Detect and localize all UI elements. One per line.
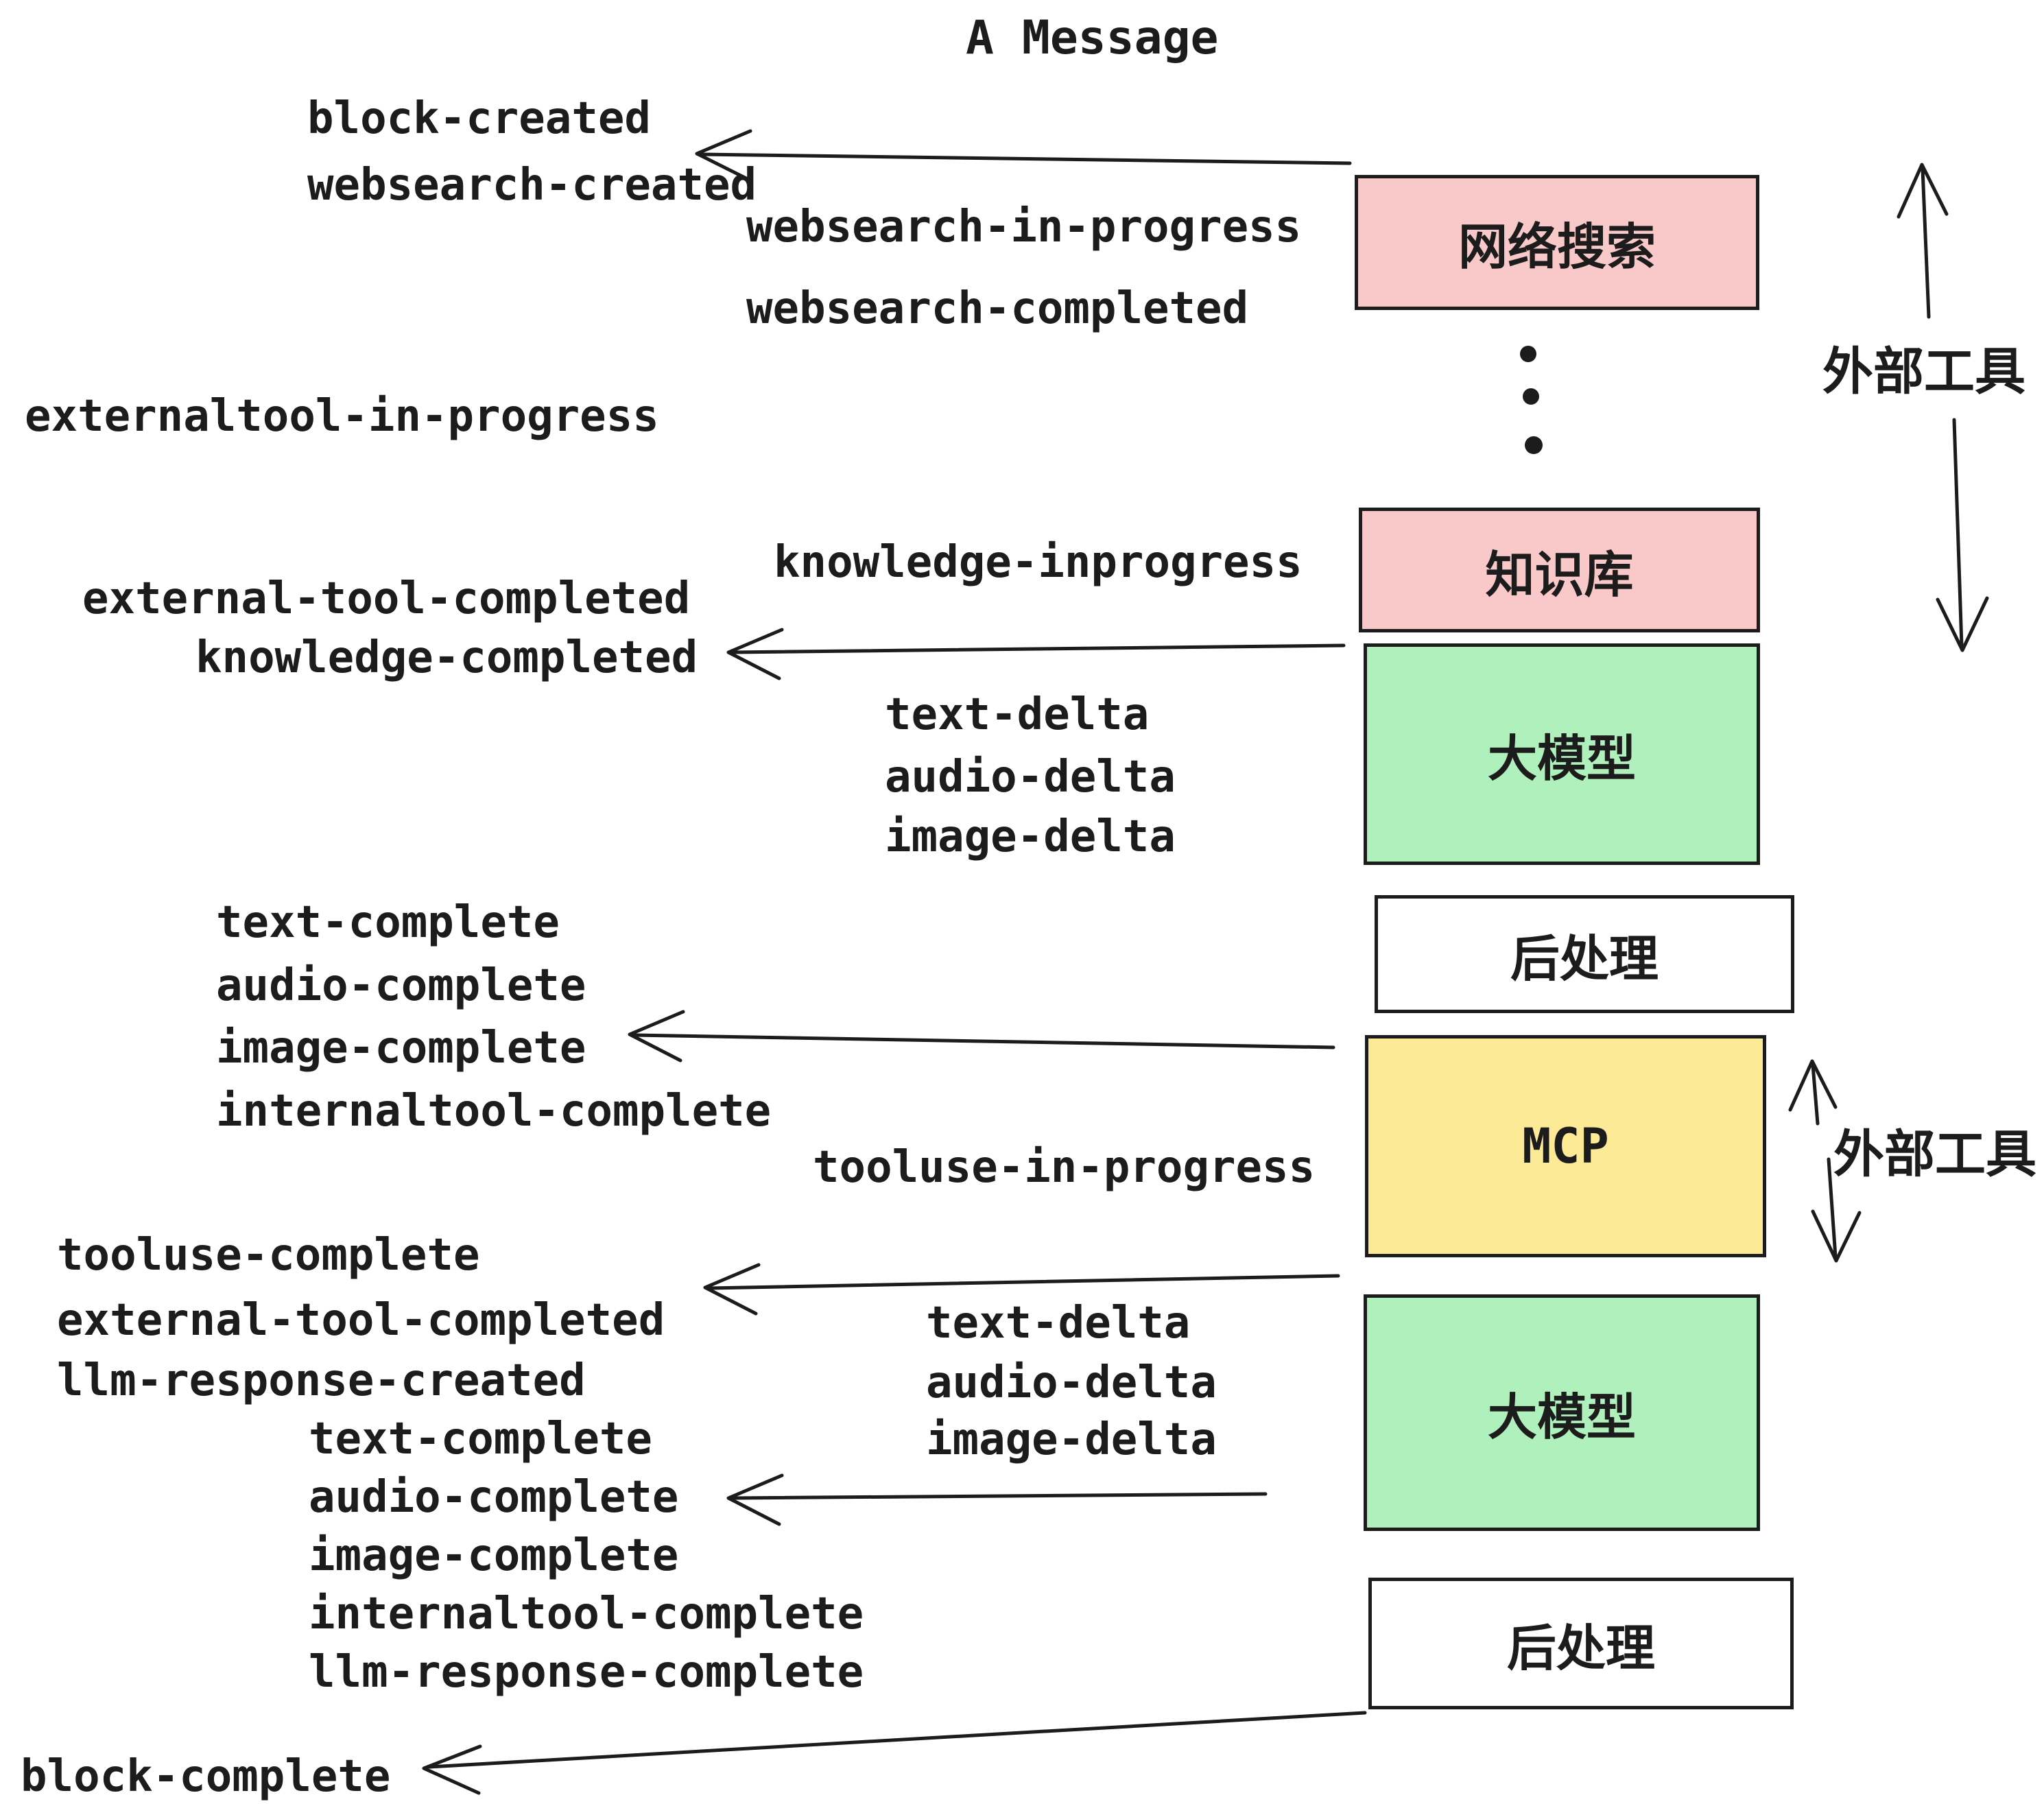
box-postprocess-1: 后处理 xyxy=(1375,895,1794,1013)
event-label-websearch-created: websearch-created xyxy=(307,160,757,211)
box-llm-2: 大模型 xyxy=(1364,1294,1760,1531)
external-tools-down-arrow-1 xyxy=(1936,418,1989,652)
box-postprocess-2: 后处理 xyxy=(1368,1578,1794,1709)
arrow-to-tooluse-complete xyxy=(703,1263,1340,1316)
arrow-to-block-created xyxy=(695,129,1352,182)
event-label-audio-complete-2: audio-complete xyxy=(309,1472,679,1523)
box-postprocess-1-label: 后处理 xyxy=(1510,929,1659,988)
vertical-ellipsis-icon xyxy=(1520,346,1543,454)
arrow-to-image-complete xyxy=(628,1010,1335,1063)
event-label-websearch-completed: websearch-completed xyxy=(746,283,1249,334)
external-tools-down-arrow-2 xyxy=(1811,1157,1862,1263)
external-tools-up-arrow-2 xyxy=(1788,1059,1838,1126)
diagram-title: A Message xyxy=(966,11,1219,65)
event-label-text-complete-2: text-complete xyxy=(309,1414,652,1464)
external-tools-up-arrow-1 xyxy=(1897,163,1949,319)
event-label-internaltool-complete-2: internaltool-complete xyxy=(309,1589,864,1639)
event-label-external-tool-completed: external-tool-completed xyxy=(82,573,691,624)
arrow-to-block-complete xyxy=(422,1711,1367,1795)
event-label-image-complete-1: image-complete xyxy=(216,1023,586,1073)
box-mcp: MCP xyxy=(1365,1035,1766,1257)
event-label-llm-response-created: llm-response-created xyxy=(57,1355,586,1406)
event-label-externaltool-in-progress: externaltool-in-progress xyxy=(25,391,659,442)
box-knowledge-label: 知识库 xyxy=(1485,545,1634,604)
event-label-text-delta-2: text-delta xyxy=(926,1298,1191,1349)
box-llm-1: 大模型 xyxy=(1364,643,1760,865)
event-label-knowledge-completed: knowledge-completed xyxy=(195,632,698,683)
event-label-text-delta-1: text-delta xyxy=(885,689,1150,740)
event-label-block-created: block-created xyxy=(307,93,651,144)
event-label-audio-delta-1: audio-delta xyxy=(885,752,1176,803)
event-label-websearch-in-progress: websearch-in-progress xyxy=(746,202,1302,252)
event-label-tooluse-complete: tooluse-complete xyxy=(57,1230,480,1281)
box-websearch-label: 网络搜索 xyxy=(1458,218,1656,276)
event-label-image-complete-2: image-complete xyxy=(309,1530,679,1581)
event-label-audio-complete-1: audio-complete xyxy=(216,960,586,1011)
event-label-llm-response-complete: llm-response-complete xyxy=(309,1647,864,1698)
event-label-image-delta-2: image-delta xyxy=(926,1414,1217,1465)
box-postprocess-2-label: 后处理 xyxy=(1506,1619,1655,1677)
event-label-internaltool-complete-1: internaltool-complete xyxy=(216,1086,772,1137)
box-mcp-label: MCP xyxy=(1522,1118,1609,1174)
event-label-knowledge-inprogress: knowledge-inprogress xyxy=(774,537,1303,588)
event-label-image-delta-1: image-delta xyxy=(885,811,1176,862)
box-knowledge: 知识库 xyxy=(1359,508,1760,632)
box-llm-2-label: 大模型 xyxy=(1487,1388,1636,1446)
box-websearch: 网络搜索 xyxy=(1355,175,1759,310)
arrow-to-audio-complete xyxy=(726,1473,1268,1526)
event-label-audio-delta-2: audio-delta xyxy=(926,1357,1217,1408)
side-annotation-external-tools-2: 外部工具 xyxy=(1833,1125,2036,1184)
box-llm-1-label: 大模型 xyxy=(1487,730,1636,787)
event-label-external-tool-completed-2: external-tool-completed xyxy=(57,1295,665,1346)
event-label-tooluse-in-progress: tooluse-in-progress xyxy=(813,1142,1316,1193)
side-annotation-external-tools-1: 外部工具 xyxy=(1822,342,2025,401)
arrow-to-knowledge-completed xyxy=(726,628,1346,680)
event-label-text-complete-1: text-complete xyxy=(216,897,560,948)
event-label-block-complete: block-complete xyxy=(21,1751,391,1802)
